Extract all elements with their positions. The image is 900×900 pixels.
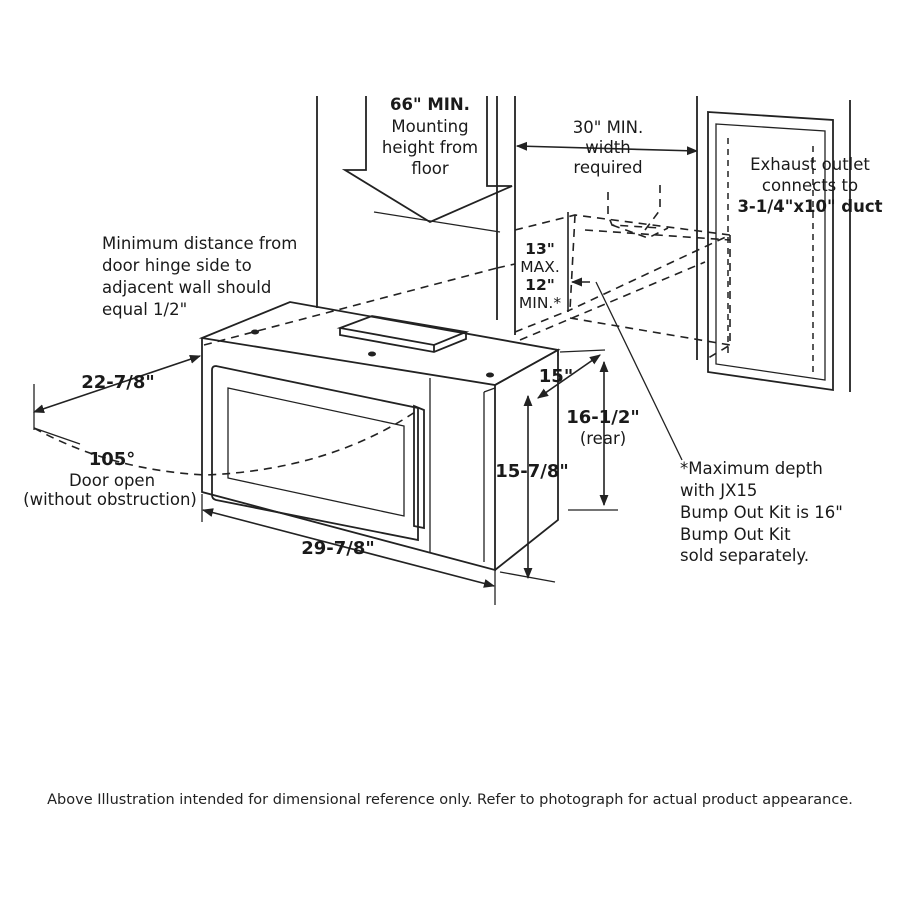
exhaust-line-3: 3-1/4"x10" duct [737, 197, 882, 216]
wall-lines [316, 96, 851, 392]
mount-height-line-1: 66" MIN. [390, 95, 470, 114]
clearance-label: 13" MAX. 12" MIN.* [519, 240, 561, 312]
mount-height-line-4: floor [411, 159, 449, 178]
note-line-3: Bump Out Kit is 16" [680, 503, 843, 522]
hinge-lines [203, 263, 516, 346]
dim-15-label: 15" [539, 366, 573, 387]
dim-16-label: 16-1/2" [566, 407, 640, 428]
width-line-3: required [573, 158, 642, 177]
footnote-label: *Maximum depth with JX15 Bump Out Kit is… [680, 459, 843, 565]
mount-height-line-2: Mounting [391, 117, 468, 136]
width-label: 30" MIN. width required [573, 118, 644, 177]
exhaust-line-1: Exhaust outlet [750, 155, 870, 174]
dim-22-label: 22-7/8" [81, 372, 155, 393]
note-line-2: with JX15 [680, 481, 757, 500]
exhaust-label: Exhaust outlet connects to 3-1/4"x10" du… [737, 155, 882, 216]
hinge-line-1: Minimum distance from [102, 234, 297, 253]
angle-line-1: 105° [89, 449, 136, 470]
note-line-5: sold separately. [680, 546, 809, 565]
mounting-height-arrow [341, 96, 513, 233]
angle-line-2: Door open [69, 471, 155, 490]
min12-line-2: MIN.* [519, 294, 561, 312]
microwave-body [198, 301, 561, 572]
exhaust-line-2: connects to [762, 176, 858, 195]
width-line-1: 30" MIN. [573, 118, 644, 137]
hinge-line-2: door hinge side to [102, 256, 252, 275]
vent-dashed-outline [514, 185, 733, 361]
hinge-line-3: adjacent wall should [102, 278, 271, 297]
angle-line-3: (without obstruction) [23, 490, 197, 509]
dim-29-label: 29-7/8" [301, 538, 375, 559]
door-swing-arc [33, 409, 419, 476]
angle-label: 105° Door open (without obstruction) [23, 449, 197, 509]
mount-height-line-3: height from [382, 138, 478, 157]
max13-line-2: MAX. [520, 258, 560, 276]
exhaust-outlet-frame [707, 111, 834, 392]
max13-line-1: 13" [525, 240, 555, 258]
dim-16-rear-label: (rear) [580, 429, 626, 448]
dimension-lines [32, 141, 699, 605]
footer-disclaimer: Above Illustration intended for dimensio… [47, 792, 853, 808]
hinge-label: Minimum distance from door hinge side to… [102, 234, 297, 319]
dim-15-78-label: 15-7/8" [495, 461, 569, 482]
width-line-2: width [585, 138, 630, 157]
hinge-line-4: equal 1/2" [102, 300, 187, 319]
note-line-1: *Maximum depth [680, 459, 823, 478]
note-line-4: Bump Out Kit [680, 525, 791, 544]
mounting-height-label: 66" MIN. Mounting height from floor [382, 95, 478, 178]
min12-line-1: 12" [525, 276, 555, 294]
